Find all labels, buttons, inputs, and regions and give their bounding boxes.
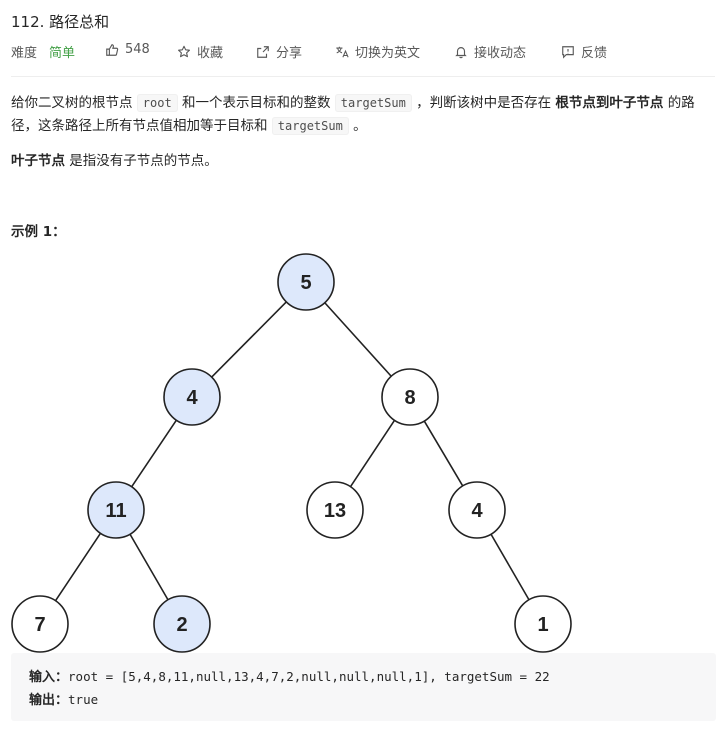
tree-node: 13 xyxy=(306,481,364,539)
share-button[interactable]: 分享 xyxy=(256,42,302,61)
input-value: root = [5,4,8,11,null,13,4,7,2,null,null… xyxy=(68,669,550,684)
tree-node: 7 xyxy=(11,595,69,653)
translate-icon xyxy=(336,46,349,57)
tree-node: 5 xyxy=(277,253,335,311)
tree-node-circle xyxy=(87,481,145,539)
star-icon xyxy=(178,45,190,57)
tree-node: 11 xyxy=(87,481,145,539)
tree-edge xyxy=(54,532,102,602)
example-input-line: 输入：root = [5,4,8,11,null,13,4,7,2,null,n… xyxy=(29,666,550,685)
tree-edge xyxy=(324,302,392,377)
problem-title: 112. 路径总和 xyxy=(11,13,110,31)
problem-description: 给你二叉树的根节点 root 和一个表示目标和的整数 targetSum ，判断… xyxy=(11,92,715,138)
description-emphasis: 根节点到叶子节点 xyxy=(555,95,664,111)
description-paragraph: 给你二叉树的根节点 root 和一个表示目标和的整数 targetSum ，判断… xyxy=(11,92,715,138)
difficulty-badge: 简单 xyxy=(49,46,76,61)
tree-edge xyxy=(423,420,464,487)
tree-node-circle xyxy=(153,595,211,653)
example-title: 示例 1： xyxy=(11,224,66,240)
output-label: 输出： xyxy=(29,693,69,708)
tree-edge xyxy=(349,419,396,488)
leaf-definition: 叶子节点 是指没有子节点的节点。 xyxy=(11,149,218,169)
tree-edge xyxy=(211,301,287,378)
tree-node: 1 xyxy=(514,595,572,653)
tree-edge xyxy=(130,419,178,488)
tree-node-label: 8 xyxy=(404,387,415,409)
share-label: 分享 xyxy=(276,46,303,61)
description-text: 。 xyxy=(348,118,367,134)
tree-node-circle xyxy=(277,253,335,311)
tree-node: 4 xyxy=(163,368,221,426)
tree-node-label: 1 xyxy=(537,614,548,636)
tree-edge xyxy=(490,533,530,601)
description-text: 的路径，这条路径上所有节点值相加等于目标和 xyxy=(11,95,695,134)
favorite-button[interactable]: 收藏 xyxy=(177,42,223,61)
tree-node-circle xyxy=(163,368,221,426)
tree-node-label: 11 xyxy=(105,500,126,522)
code-targetsum: targetSum xyxy=(271,117,349,135)
thumbs-up-icon xyxy=(106,43,119,56)
output-value: true xyxy=(68,692,99,707)
switch-language-button[interactable]: 切换为英文 xyxy=(335,42,420,61)
tree-node-circle xyxy=(11,595,69,653)
tree-node-label: 7 xyxy=(34,614,45,636)
difficulty-label: 难度 xyxy=(11,46,38,61)
like-count: 548 xyxy=(125,42,150,57)
feedback-icon xyxy=(562,45,574,59)
code-root: root xyxy=(136,94,178,112)
description-text: 给你二叉树的根节点 xyxy=(11,95,137,111)
tree-node-circle xyxy=(381,368,439,426)
example-io-block: 输入：root = [5,4,8,11,null,13,4,7,2,null,n… xyxy=(11,653,716,721)
feedback-label: 反馈 xyxy=(581,46,608,61)
notify-button[interactable]: 接收动态 xyxy=(454,42,526,61)
bell-icon xyxy=(455,46,467,58)
tree-node-circle xyxy=(448,481,506,539)
header-divider xyxy=(11,76,715,77)
tree-node-label: 5 xyxy=(300,272,311,294)
favorite-label: 收藏 xyxy=(197,46,224,61)
switch-language-label: 切换为英文 xyxy=(355,46,421,61)
tree-node-label: 2 xyxy=(176,614,187,636)
problem-meta-bar: 难度 简单 548 收藏 分享 切换为英文 接收动态 反馈 xyxy=(11,42,715,62)
description-text: 和一个表示目标和的整数 xyxy=(177,95,335,111)
tree-node: 8 xyxy=(381,368,439,426)
code-targetsum: targetSum xyxy=(334,94,412,112)
leaf-definition-text: 是指没有子节点的节点。 xyxy=(65,153,218,169)
feedback-button[interactable]: 反馈 xyxy=(561,42,607,61)
tree-node-label: 4 xyxy=(186,387,198,409)
share-icon xyxy=(257,45,269,58)
tree-node-circle xyxy=(514,595,572,653)
tree-node-circle xyxy=(306,481,364,539)
input-label: 输入： xyxy=(29,670,69,685)
tree-node: 2 xyxy=(153,595,211,653)
tree-node-label: 13 xyxy=(324,500,346,522)
tree-edge xyxy=(129,533,169,601)
leaf-term: 叶子节点 xyxy=(11,153,65,169)
tree-node: 4 xyxy=(448,481,506,539)
like-button[interactable]: 548 xyxy=(105,42,150,57)
example-output-line: 输出：true xyxy=(29,689,98,708)
notify-label: 接收动态 xyxy=(474,46,527,61)
description-text: ，判断该树中是否存在 xyxy=(411,95,556,111)
tree-node-label: 4 xyxy=(471,500,483,522)
